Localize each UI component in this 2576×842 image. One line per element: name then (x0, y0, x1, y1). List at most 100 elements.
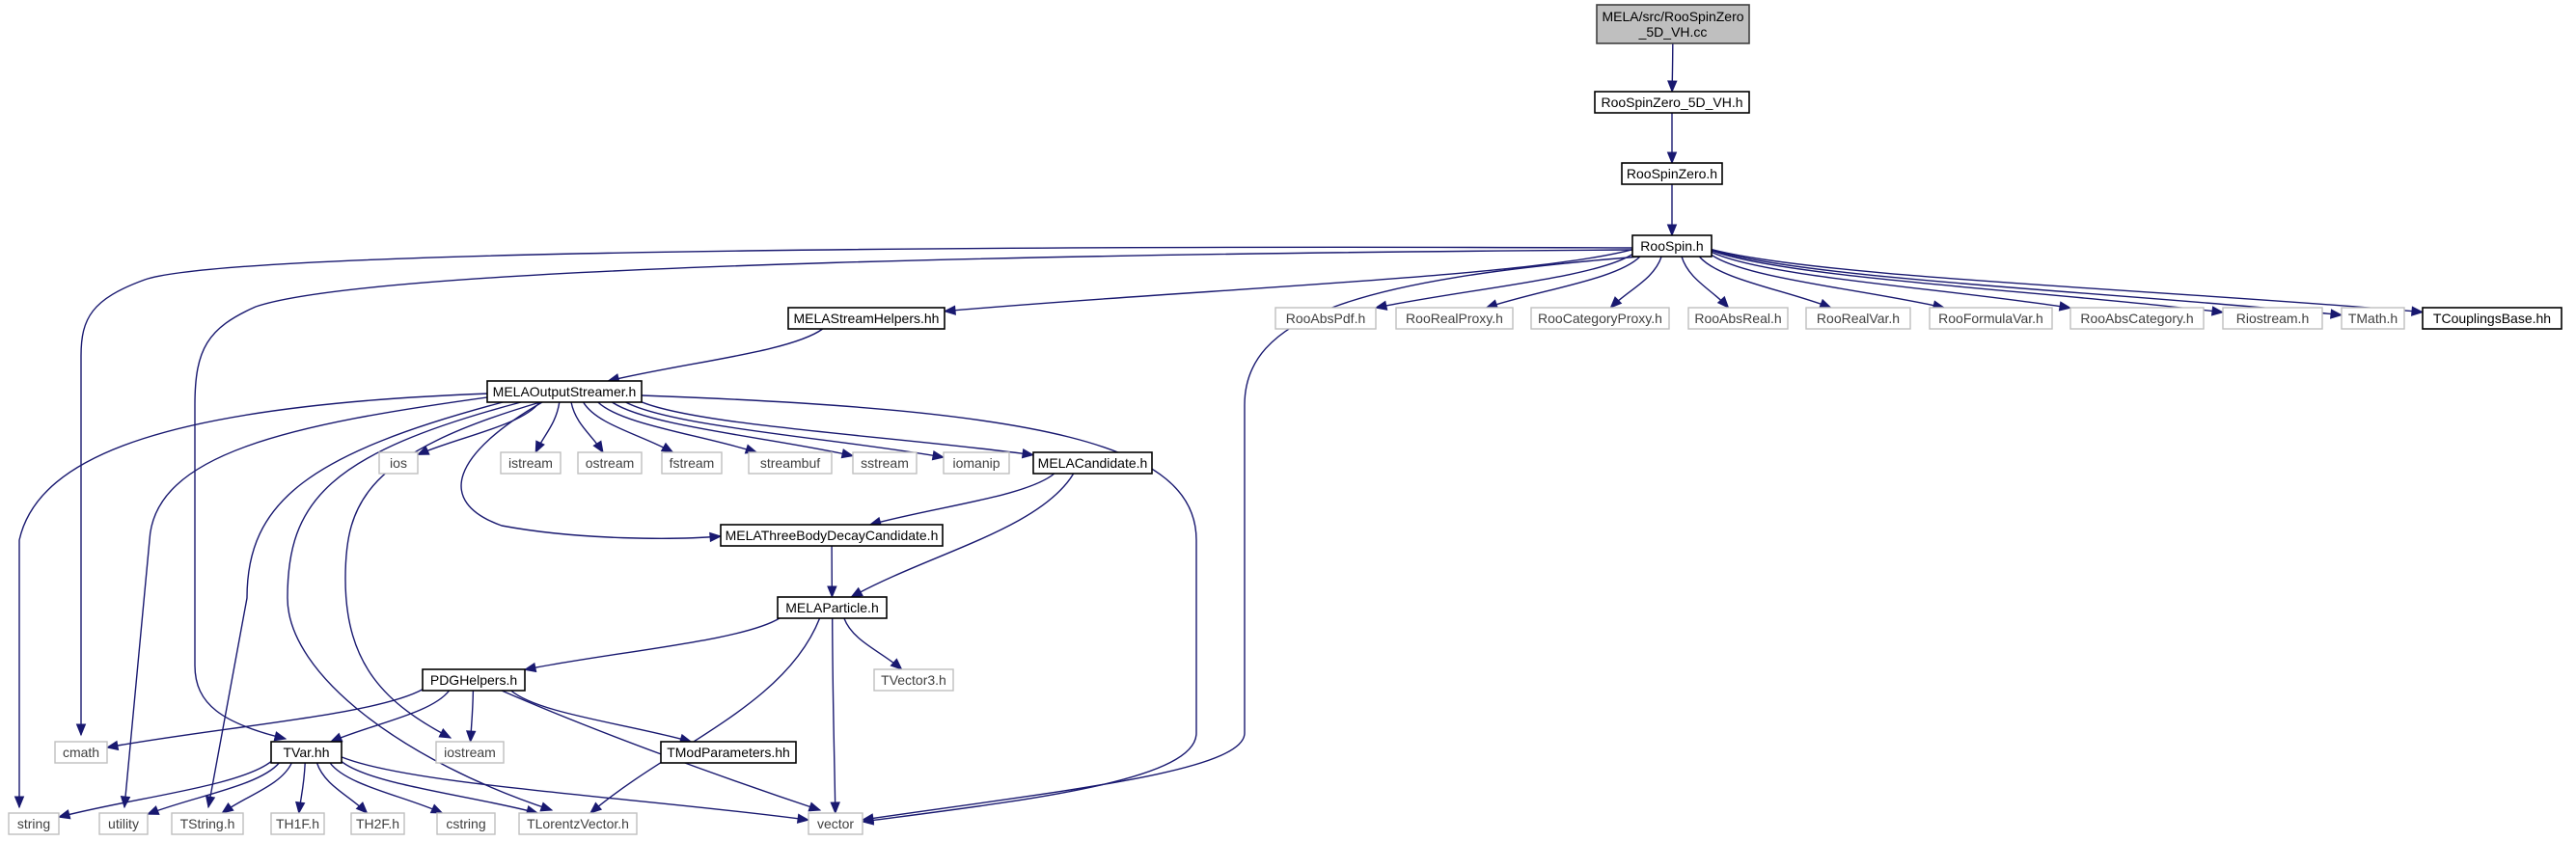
node-th2f: TH2F.h (350, 812, 405, 835)
edge-roospin-to-riostream (1711, 250, 2225, 316)
edge-arrowhead (429, 803, 444, 814)
node-streamhelpers[interactable]: MELAStreamHelpers.hh (787, 307, 945, 330)
edge-arrowhead (1021, 448, 1035, 459)
node-label: MELAStreamHelpers.hh (794, 311, 940, 326)
node-sstream: sstream (852, 451, 918, 475)
node-box (270, 741, 343, 764)
node-tvector3: TVector3.h (873, 668, 954, 692)
node-threebody[interactable]: MELAThreeBodyDecayCandidate.h (720, 524, 944, 547)
node-particle[interactable]: MELAParticle.h (777, 596, 888, 619)
edge-arrowhead (329, 732, 343, 743)
node-outputstreamer[interactable]: MELAOutputStreamer.h (486, 380, 643, 403)
edge-line (341, 756, 809, 821)
edge-arrowhead (523, 662, 537, 673)
node-box (2222, 307, 2323, 330)
node-box (777, 596, 888, 619)
edge-arrowhead (1819, 298, 1832, 309)
node-tmodparams[interactable]: TModParameters.hh (660, 741, 797, 764)
edge-line (510, 690, 692, 743)
node-vector: vector (808, 812, 863, 835)
node-label: MELA/src/RooSpinZero (1602, 9, 1743, 24)
node-box (1929, 307, 2053, 330)
edge-line (582, 401, 673, 453)
node-box (518, 812, 638, 835)
edge-arrowhead (660, 442, 674, 453)
node-label: cmath (63, 745, 99, 760)
node-box (660, 741, 797, 764)
node-box (1805, 307, 1911, 330)
edge-arrowhead (355, 801, 369, 814)
edge-line (106, 689, 424, 748)
edge-line (1698, 256, 1831, 309)
node-box (1274, 307, 1377, 330)
edge-line (329, 762, 443, 814)
node-box (378, 451, 419, 475)
node-root[interactable]: MELA/src/RooSpinZero_5D_VH.cc (1596, 4, 1750, 44)
edge-arrowhead (850, 586, 863, 598)
edge-arrowhead (943, 305, 956, 315)
node-spinzero5dvh[interactable]: RooSpinZero_5D_VH.h (1594, 91, 1750, 114)
edge-outputstreamer-to-tstring (205, 400, 507, 809)
node-box (436, 812, 496, 835)
edge-pdghelpers-to-tvar (329, 690, 451, 743)
edge-line (341, 761, 538, 814)
edge-roospin-to-tcouplings (1711, 248, 2425, 316)
node-spinzero[interactable]: RooSpinZero.h (1621, 162, 1723, 185)
node-label: TH1F.h (276, 816, 319, 831)
node-label: PDGHelpers.h (430, 672, 517, 688)
node-label: ios (390, 455, 407, 471)
edge-roospin-to-catProxy (1609, 256, 1662, 309)
edge-arrowhead (416, 446, 430, 455)
edge-roospin-to-tvar (194, 249, 1633, 742)
node-formulaVar: RooFormulaVar.h (1929, 307, 2053, 330)
node-box (873, 668, 954, 692)
node-catProxy: RooCategoryProxy.h (1530, 307, 1670, 330)
edge-line (460, 401, 722, 539)
node-candidate[interactable]: MELACandidate.h (1032, 451, 1153, 475)
edge-line (597, 401, 757, 453)
node-box (577, 451, 643, 475)
node-tvar[interactable]: TVar.hh (270, 741, 343, 764)
edge-tvar-to-tlorentz (341, 761, 539, 816)
node-tcouplings[interactable]: TCouplingsBase.hh (2422, 307, 2562, 330)
node-label: sstream (861, 455, 909, 471)
edge-outputstreamer-to-iostream (344, 401, 541, 739)
edge-arrowhead (57, 809, 71, 820)
node-box (1395, 307, 1514, 330)
node-box (808, 812, 863, 835)
edge-pdghelpers-to-tmodparams (510, 690, 693, 744)
edge-outputstreamer-to-ios (416, 401, 540, 456)
edge-arrowhead (589, 801, 603, 814)
node-tstring: TString.h (171, 812, 244, 835)
node-roospin[interactable]: RooSpin.h (1631, 234, 1713, 258)
node-riostream: Riostream.h (2222, 307, 2323, 330)
edge-roospin-to-absReal (1681, 256, 1730, 309)
edge-arrowhead (105, 740, 120, 751)
edge-line (147, 762, 280, 815)
edge-line (18, 393, 491, 807)
edge-candidate-to-threebody (868, 473, 1055, 527)
edge-tvar-to-vector (341, 756, 810, 824)
edge-arrowhead (2330, 309, 2343, 319)
edge-arrowhead (1609, 296, 1623, 309)
edge-arrowhead (2210, 306, 2225, 316)
node-pdghelpers[interactable]: PDGHelpers.h (422, 668, 526, 692)
node-label: TVar.hh (284, 745, 330, 760)
node-label: RooSpinZero.h (1627, 166, 1717, 181)
edge-arrowhead (796, 813, 810, 824)
node-box (500, 451, 562, 475)
node-label: RooAbsPdf.h (1286, 311, 1366, 326)
edge-arrowhead (465, 730, 477, 744)
node-label: TMath.h (2348, 311, 2398, 326)
node-istream: istream (500, 451, 562, 475)
edge-arrowhead (1667, 80, 1678, 94)
edge-line (1711, 254, 1945, 309)
node-iomanip: iomanip (943, 451, 1010, 475)
node-label: RooRealProxy.h (1406, 311, 1503, 326)
edge-particle-to-vector (830, 617, 840, 815)
edge-line (608, 328, 824, 382)
edge-line (832, 617, 836, 814)
node-label: TH2F.h (356, 816, 399, 831)
node-label: MELACandidate.h (1038, 455, 1148, 471)
node-box (943, 451, 1010, 475)
